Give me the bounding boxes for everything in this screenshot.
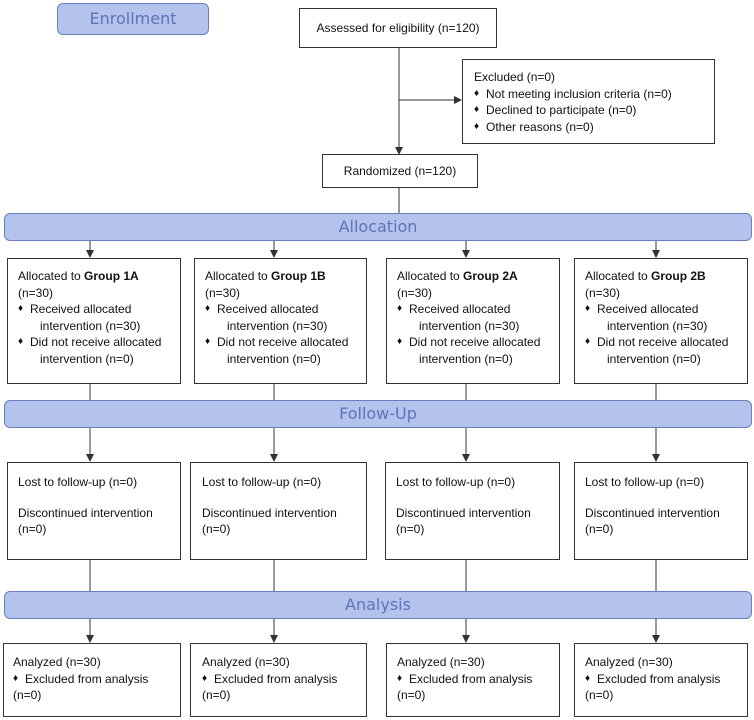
allocated-line: Allocated to Group 1B (205, 269, 326, 283)
group-name: Group 1B (271, 269, 326, 283)
group-name: Group 2B (651, 269, 706, 283)
lost-to-follow-up: Lost to follow-up (n=0) (396, 475, 516, 489)
analyzed-count: Analyzed (n=30) (13, 655, 101, 669)
allocated-n: (n=30) (18, 285, 54, 300)
not-received-line-2: intervention (n=0) (419, 351, 513, 366)
follow-up-banner: Follow-Up (4, 400, 752, 428)
allocated-line: Allocated to Group 1A (18, 269, 139, 283)
assessed-box: Assessed for eligibility (n=120) (299, 8, 497, 48)
received-line-2: intervention (n=30) (40, 318, 141, 333)
excluded-analysis-line-1: Excluded from analysis (202, 671, 362, 688)
not-received-line-1: Did not receive allocated (585, 334, 743, 351)
follow-up-box-group-1b: Lost to follow-up (n=0) Discontinued int… (190, 462, 367, 560)
not-received-line-2: intervention (n=0) (607, 351, 701, 366)
excluded-title: Excluded (n=0) (474, 70, 556, 84)
not-received-line-2: intervention (n=0) (227, 351, 321, 366)
analysis-banner: Analysis (4, 591, 752, 619)
enrollment-banner: Enrollment (57, 3, 209, 35)
excluded-reason-criteria: Not meeting inclusion criteria (n=0) (474, 86, 714, 103)
discontinued-line-2: (n=0) (18, 522, 47, 536)
analysis-box-group-1a: Analyzed (n=30) Excluded from analysis (… (3, 643, 181, 717)
group-name: Group 2A (463, 269, 518, 283)
excluded-reason-other: Other reasons (n=0) (474, 119, 714, 136)
discontinued-line-1: Discontinued intervention (585, 505, 720, 520)
received-line-2: intervention (n=30) (419, 318, 520, 333)
received-line-1: Received allocated (585, 301, 743, 318)
allocation-box-group-2a: Allocated to Group 2A (n=30) Received al… (386, 258, 560, 384)
discontinued-line-2: (n=0) (202, 522, 231, 536)
discontinued-line-2: (n=0) (585, 522, 614, 536)
analysis-box-group-2a: Analyzed (n=30) Excluded from analysis (… (386, 643, 560, 717)
excluded-analysis-line-1: Excluded from analysis (397, 671, 555, 688)
allocation-box-group-1b: Allocated to Group 1B (n=30) Received al… (194, 258, 367, 384)
not-received-line-1: Did not receive allocated (18, 334, 176, 351)
allocation-banner: Allocation (4, 213, 752, 241)
allocated-n: (n=30) (585, 285, 621, 300)
assessed-text: Assessed for eligibility (n=120) (316, 21, 480, 35)
not-received-line-1: Did not receive allocated (397, 334, 555, 351)
received-line-2: intervention (n=30) (607, 318, 708, 333)
allocated-n: (n=30) (205, 285, 241, 300)
lost-to-follow-up: Lost to follow-up (n=0) (202, 475, 322, 489)
excluded-analysis-line-2: (n=0) (397, 688, 426, 702)
allocated-n: (n=30) (397, 285, 433, 300)
excluded-analysis-line-1: Excluded from analysis (13, 671, 176, 688)
discontinued-line-1: Discontinued intervention (18, 505, 153, 520)
analyzed-count: Analyzed (n=30) (397, 655, 485, 669)
not-received-line-1: Did not receive allocated (205, 334, 362, 351)
excluded-analysis-line-2: (n=0) (202, 688, 231, 702)
follow-up-box-group-2a: Lost to follow-up (n=0) Discontinued int… (385, 462, 560, 560)
not-received-line-2: intervention (n=0) (40, 351, 134, 366)
allocation-box-group-1a: Allocated to Group 1A (n=30) Received al… (7, 258, 181, 384)
received-line-1: Received allocated (18, 301, 176, 318)
received-line-1: Received allocated (397, 301, 555, 318)
excluded-analysis-line-2: (n=0) (585, 688, 614, 702)
excluded-analysis-line-1: Excluded from analysis (585, 671, 743, 688)
excluded-reason-declined: Declined to participate (n=0) (474, 102, 714, 119)
follow-up-box-group-1a: Lost to follow-up (n=0) Discontinued int… (7, 462, 181, 560)
allocated-line: Allocated to Group 2A (397, 269, 518, 283)
analysis-box-group-1b: Analyzed (n=30) Excluded from analysis (… (190, 643, 367, 717)
lost-to-follow-up: Lost to follow-up (n=0) (585, 475, 705, 489)
analyzed-count: Analyzed (n=30) (585, 655, 673, 669)
lost-to-follow-up: Lost to follow-up (n=0) (18, 475, 138, 489)
randomized-text: Randomized (n=120) (343, 164, 457, 178)
discontinued-line-1: Discontinued intervention (202, 505, 337, 520)
received-line-2: intervention (n=30) (227, 318, 328, 333)
allocated-line: Allocated to Group 2B (585, 269, 706, 283)
excluded-box: Excluded (n=0) Not meeting inclusion cri… (462, 59, 715, 144)
randomized-box: Randomized (n=120) (322, 154, 478, 188)
follow-up-box-group-2b: Lost to follow-up (n=0) Discontinued int… (574, 462, 748, 560)
analyzed-count: Analyzed (n=30) (202, 655, 290, 669)
received-line-1: Received allocated (205, 301, 362, 318)
excluded-analysis-line-2: (n=0) (13, 688, 42, 702)
allocation-box-group-2b: Allocated to Group 2B (n=30) Received al… (574, 258, 748, 384)
analysis-box-group-2b: Analyzed (n=30) Excluded from analysis (… (574, 643, 748, 717)
discontinued-line-1: Discontinued intervention (396, 505, 531, 520)
discontinued-line-2: (n=0) (396, 522, 425, 536)
group-name: Group 1A (84, 269, 139, 283)
